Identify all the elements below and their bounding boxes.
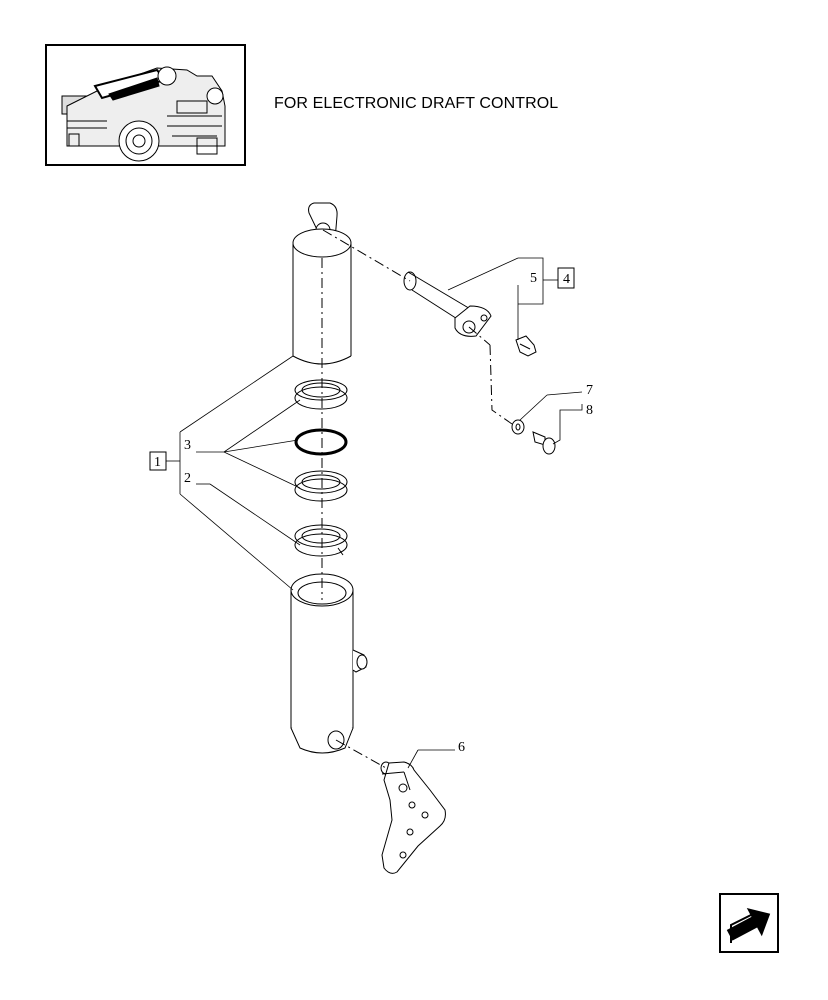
seal-ring-1 bbox=[294, 379, 348, 410]
callout-7: 7 bbox=[586, 383, 593, 398]
next-page-arrow-icon bbox=[726, 908, 771, 943]
callout-2: 2 bbox=[184, 471, 191, 486]
callout-4: 4 bbox=[563, 272, 570, 287]
callout-box-1 bbox=[149, 451, 167, 471]
grease-nipple-part bbox=[515, 335, 537, 357]
callout-3: 3 bbox=[184, 438, 191, 453]
next-page-button[interactable] bbox=[719, 893, 779, 953]
tractor-location-icon bbox=[61, 66, 226, 162]
seal-ring-4 bbox=[294, 524, 348, 557]
pin-part bbox=[403, 271, 492, 337]
washer-part bbox=[511, 419, 525, 435]
lower-cylinder-part bbox=[290, 573, 368, 754]
callout-1: 1 bbox=[154, 455, 161, 470]
bolt-part bbox=[532, 431, 556, 455]
mounting-bracket-part bbox=[380, 761, 446, 874]
callout-6: 6 bbox=[458, 740, 465, 755]
callout-8: 8 bbox=[586, 403, 593, 418]
leader-lines bbox=[166, 257, 583, 769]
location-thumbnail bbox=[45, 44, 246, 166]
callout-5: 5 bbox=[530, 271, 537, 286]
callout-box-4 bbox=[557, 267, 575, 289]
seal-ring-3 bbox=[294, 470, 348, 502]
page-title: FOR ELECTRONIC DRAFT CONTROL bbox=[274, 95, 559, 112]
alignment-lines bbox=[321, 229, 513, 769]
seal-ring-2 bbox=[294, 428, 348, 456]
